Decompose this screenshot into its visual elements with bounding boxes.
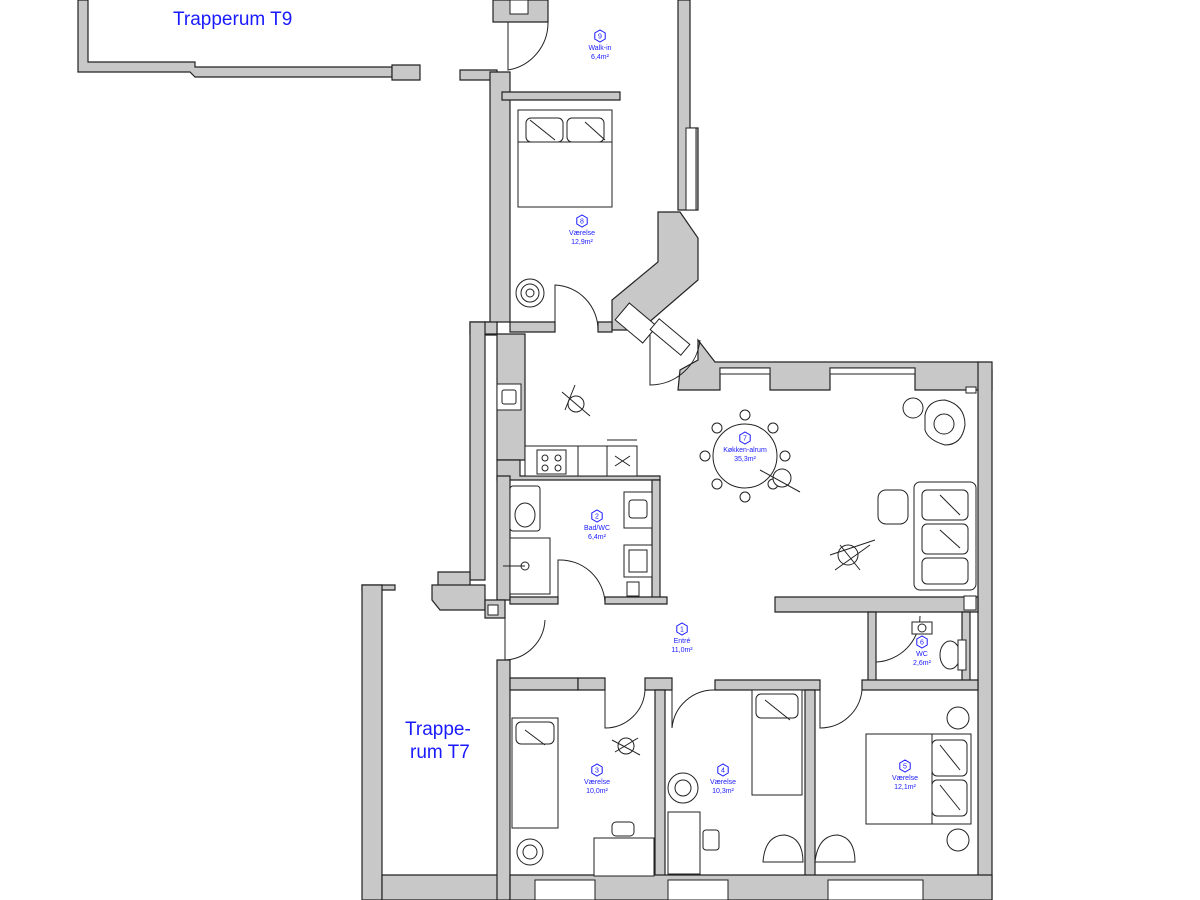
room-number-badge-icon [676,622,688,636]
room-area: 35,3m² [734,456,756,463]
room-name: WC [916,651,928,658]
stairwell-labels: Trapperum T9 Trappe- rum T7 [173,9,471,763]
room-number: 7 [743,436,747,443]
room-name: Værelse [584,779,610,786]
stairwell-t7-label-line2: rum T7 [410,742,470,763]
walls [77,0,993,900]
room-number-badge-icon [591,763,603,777]
room-number-badge-icon [591,509,603,523]
room-number-badge-icon [576,214,588,228]
room-area: 11,0m² [671,647,693,654]
room-area: 6,4m² [588,534,607,541]
room-number-badge-icon [739,431,751,445]
stairwell-t9-label: Trapperum T9 [173,9,292,30]
room-number: 3 [595,768,599,775]
stairwell-t7-label-line1: Trappe- [405,719,471,740]
room-name: Køkken-alrum [723,447,767,454]
room-number: 2 [595,514,599,521]
doors [504,21,921,729]
room-number: 8 [580,219,584,226]
furniture [487,109,977,877]
room-area: 6,4m² [591,54,610,61]
room-area: 10,3m² [712,788,734,795]
room-number: 4 [721,768,725,775]
room-label-6: 6WC 2,6m² [913,635,932,667]
room-name: Værelse [710,779,736,786]
room-name: Entré [674,638,691,645]
room-number: 5 [903,764,907,771]
room-number-badge-icon [916,635,928,649]
room-area: 2,6m² [913,660,932,667]
room-name: Værelse [569,230,595,237]
room-area: 10,0m² [586,788,608,795]
room-number: 6 [920,640,924,647]
room-number-badge-icon [717,763,729,777]
room-number-badge-icon [899,759,911,773]
room-number-badge-icon [594,29,606,43]
room-number: 9 [598,34,602,41]
room-name: Walk-in [588,45,611,52]
room-area: 12,1m² [894,784,916,791]
room-labels: 1Entré11,0m²2Bad/WC6,4m²3Værelse10,0m²4V… [569,29,932,795]
room-number: 1 [680,627,684,634]
room-name: Bad/WC [584,525,610,532]
room-name: Værelse [892,775,918,782]
room-area: 12,9m² [571,239,593,246]
